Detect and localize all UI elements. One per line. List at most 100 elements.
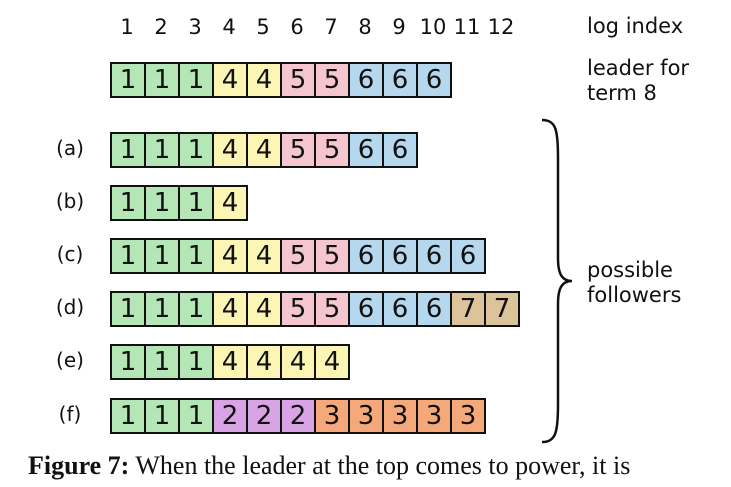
log-entry-cell: 5 [314, 62, 350, 98]
log-entry-cell: 1 [178, 62, 214, 98]
log-entry-cell: 2 [246, 398, 282, 434]
follower-label: (a) [56, 136, 84, 160]
log-entry-cell: 1 [178, 344, 214, 380]
leader-label-line1: leader for [587, 56, 690, 80]
log-entry-cell: 3 [314, 398, 350, 434]
followers-label-line1: possible [587, 258, 673, 282]
log-entry-cell: 5 [314, 238, 350, 274]
log-entry-cell: 1 [178, 185, 214, 221]
log-entry-cell: 1 [178, 132, 214, 168]
log-entry-cell: 5 [280, 291, 316, 327]
log-index-label: log index [587, 14, 684, 38]
log-entry-cell: 6 [416, 238, 452, 274]
follower-label: (c) [56, 242, 84, 266]
log-entry-cell: 1 [110, 62, 146, 98]
log-entry-cell: 1 [110, 185, 146, 221]
log-entry-cell: 7 [484, 291, 520, 327]
log-entry-cell: 3 [416, 398, 452, 434]
log-index-number: 12 [487, 15, 515, 39]
figure-caption: Figure 7: When the leader at the top com… [28, 451, 630, 481]
log-entry-cell: 4 [314, 344, 350, 380]
log-entry-cell: 1 [178, 398, 214, 434]
log-entry-cell: 4 [212, 291, 248, 327]
log-entry-cell: 4 [246, 62, 282, 98]
log-entry-cell: 4 [246, 132, 282, 168]
log-entry-cell: 3 [382, 398, 418, 434]
log-entry-cell: 6 [348, 238, 384, 274]
log-entry-cell: 4 [212, 132, 248, 168]
log-entry-cell: 4 [212, 62, 248, 98]
log-entry-cell: 4 [212, 238, 248, 274]
log-index-number: 6 [290, 15, 304, 39]
log-entry-cell: 1 [144, 398, 180, 434]
log-entry-cell: 5 [280, 62, 316, 98]
log-entry-cell: 5 [314, 132, 350, 168]
log-entry-cell: 1 [144, 291, 180, 327]
follower-label: (e) [56, 348, 84, 372]
log-index-number: 10 [419, 15, 447, 39]
log-entry-cell: 1 [178, 238, 214, 274]
log-entry-cell: 4 [212, 344, 248, 380]
log-entry-cell: 1 [144, 62, 180, 98]
log-entry-cell: 5 [280, 132, 316, 168]
follower-label: (b) [55, 189, 85, 213]
log-entry-cell: 6 [382, 291, 418, 327]
log-entry-cell: 3 [450, 398, 486, 434]
caption-text: When the leader at the top comes to powe… [129, 451, 631, 480]
log-entry-cell: 6 [348, 132, 384, 168]
leader-label-line2: term 8 [587, 81, 657, 105]
log-entry-cell: 6 [382, 62, 418, 98]
log-entry-cell: 6 [348, 62, 384, 98]
log-entry-cell: 1 [110, 398, 146, 434]
log-entry-cell: 1 [178, 291, 214, 327]
follower-label: (d) [55, 295, 85, 319]
log-entry-cell: 2 [212, 398, 248, 434]
follower-label: (f) [58, 402, 82, 426]
followers-brace [541, 118, 573, 444]
log-entry-cell: 1 [110, 132, 146, 168]
log-entry-cell: 1 [144, 344, 180, 380]
log-entry-cell: 5 [314, 291, 350, 327]
log-entry-cell: 6 [416, 291, 452, 327]
log-entry-cell: 4 [212, 185, 248, 221]
log-entry-cell: 1 [110, 344, 146, 380]
log-index-number: 4 [222, 15, 236, 39]
log-index-number: 3 [188, 15, 202, 39]
log-entry-cell: 6 [382, 238, 418, 274]
log-entry-cell: 6 [348, 291, 384, 327]
log-entry-cell: 2 [280, 398, 316, 434]
log-entry-cell: 7 [450, 291, 486, 327]
log-entry-cell: 6 [382, 132, 418, 168]
log-entry-cell: 1 [144, 238, 180, 274]
log-entry-cell: 1 [110, 291, 146, 327]
log-index-number: 8 [358, 15, 372, 39]
log-entry-cell: 1 [144, 132, 180, 168]
log-index-number: 1 [120, 15, 134, 39]
followers-label: possible followers [587, 258, 681, 308]
log-entry-cell: 5 [280, 238, 316, 274]
log-entry-cell: 6 [450, 238, 486, 274]
leader-label: leader for term 8 [587, 56, 689, 106]
log-entry-cell: 6 [416, 62, 452, 98]
log-entry-cell: 1 [110, 238, 146, 274]
log-entry-cell: 4 [246, 238, 282, 274]
log-entry-cell: 1 [144, 185, 180, 221]
followers-label-line2: followers [587, 283, 682, 307]
log-index-number: 2 [154, 15, 168, 39]
log-entry-cell: 4 [246, 291, 282, 327]
caption-prefix: Figure 7: [28, 451, 130, 480]
log-index-number: 11 [453, 15, 481, 39]
log-index-number: 5 [256, 15, 270, 39]
log-index-number: 9 [392, 15, 406, 39]
log-entry-cell: 4 [246, 344, 282, 380]
log-entry-cell: 3 [348, 398, 384, 434]
log-index-number: 7 [324, 15, 338, 39]
log-entry-cell: 4 [280, 344, 316, 380]
